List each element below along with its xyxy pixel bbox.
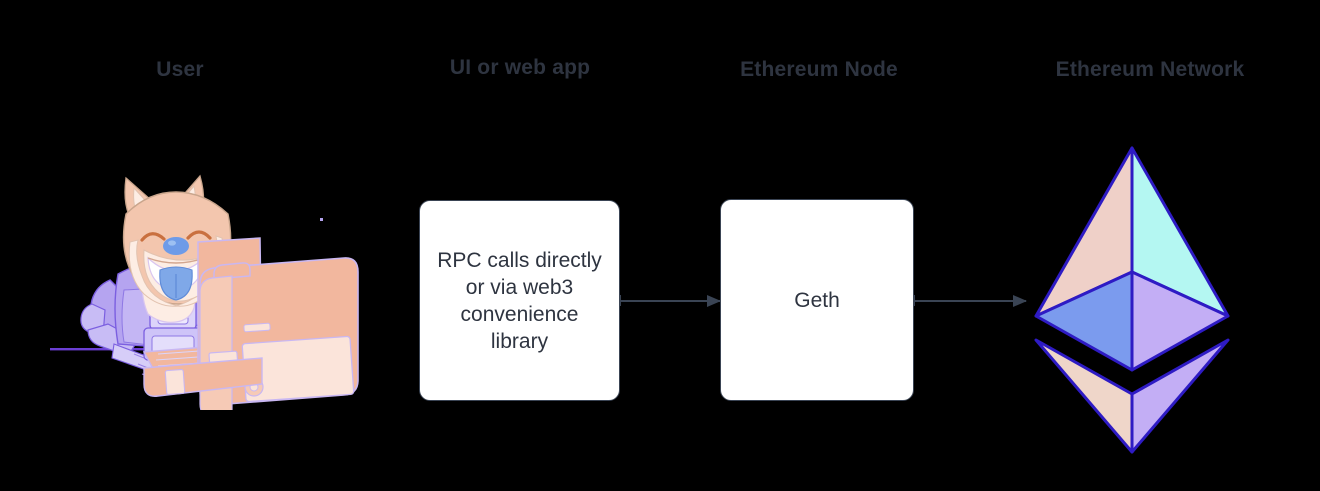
column-header-ethereum-node: Ethereum Node [740, 58, 898, 81]
column-header-ethereum-network: Ethereum Network [1055, 58, 1245, 81]
arrow-node-to-network-head [1013, 294, 1027, 307]
arrow-node-to-network-shaft [914, 300, 1026, 302]
node-box-geth[interactable]: Geth [720, 199, 914, 401]
arrow-ui-to-node-shaft [620, 300, 720, 302]
arrow-node-to-network [914, 294, 1027, 307]
column-header-user: User [156, 58, 204, 81]
arrow-ui-to-node [620, 294, 721, 307]
node-box-rpc-calls[interactable]: RPC calls directly or via web3 convenien… [419, 200, 620, 401]
arrow-ui-to-node-head [707, 294, 721, 307]
node-box-geth-label: Geth [794, 288, 840, 312]
shiba-inu-at-computer-illustration [48, 172, 368, 417]
ethereum-diamond-logo [1032, 144, 1232, 456]
node-box-rpc-calls-label: RPC calls directly or via web3 convenien… [437, 248, 602, 353]
column-header-ui-or-web-app: UI or web app [449, 56, 591, 79]
